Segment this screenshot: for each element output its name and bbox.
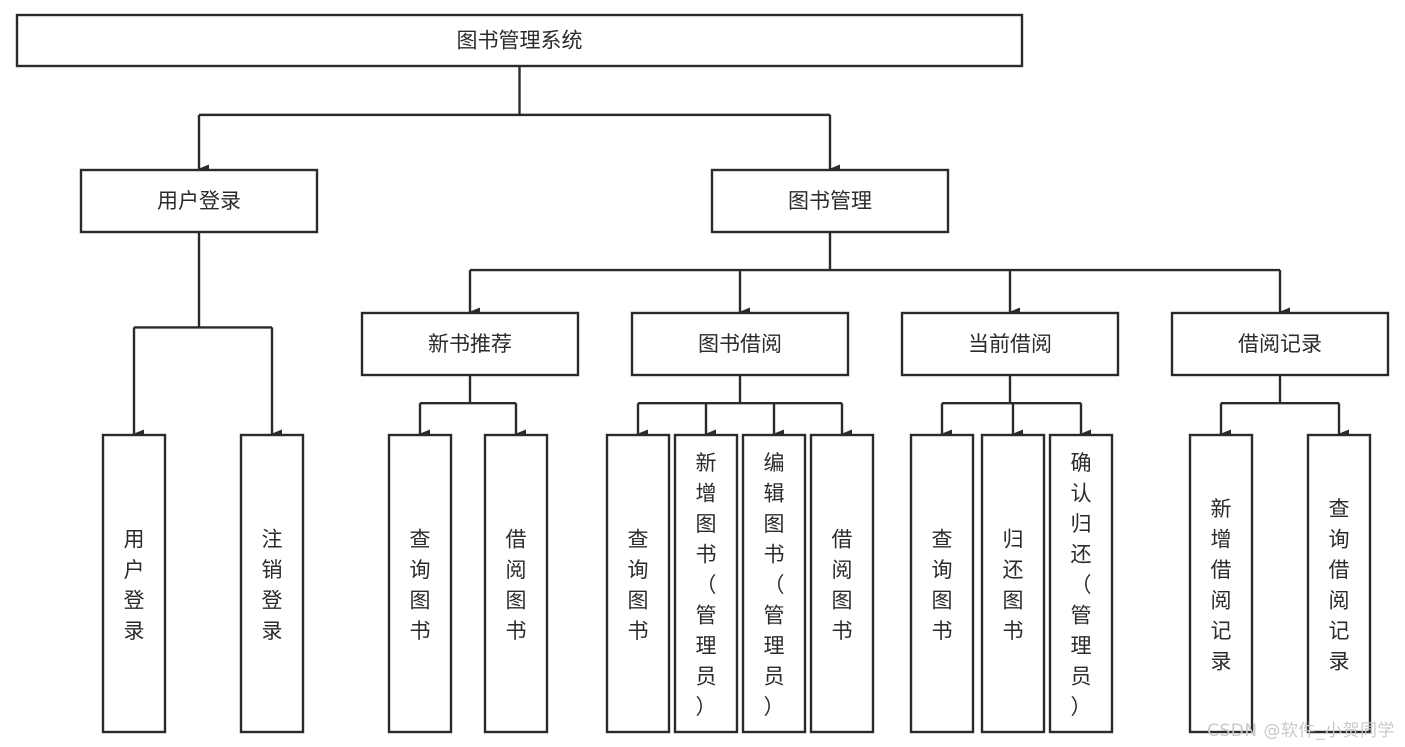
node-user-login-label: 用户登录 (157, 189, 241, 213)
node-leaf-query-book-3[interactable]: 查询图书 (909, 433, 975, 734)
node-root-system[interactable]: 图书管理系统 (15, 13, 1024, 68)
node-leaf-edit-book-label: 编辑图书（管理员） (764, 451, 785, 719)
node-leaf-add-book-box (673, 433, 739, 734)
node-leaf-return-book-label: 归还图书 (1003, 527, 1024, 643)
node-leaf-query-book-1-box (387, 433, 453, 734)
node-borrow-record-box (1170, 311, 1390, 377)
node-leaf-confirm-return-label: 确认归还（管理员） (1071, 451, 1092, 719)
node-borrow-record-label: 借阅记录 (1238, 332, 1322, 356)
node-leaf-query-record[interactable]: 查询借阅记录 (1306, 433, 1372, 734)
node-leaf-query-book-3-box (909, 433, 975, 734)
node-leaf-confirm-return[interactable]: 确认归还（管理员） (1048, 433, 1114, 734)
node-leaf-add-record[interactable]: 新增借阅记录 (1188, 433, 1254, 734)
node-leaf-confirm-return-box (1048, 433, 1114, 734)
node-new-book-rec-box (360, 311, 580, 377)
node-leaf-add-book-label: 新增图书（管理员） (696, 451, 717, 719)
node-leaf-user-login[interactable]: 用户登录 (101, 433, 167, 734)
node-user-login-box (79, 168, 319, 234)
node-leaf-add-record-label: 新增借阅记录 (1211, 497, 1232, 674)
node-leaf-user-login-box (101, 433, 167, 734)
node-book-manage-label: 图书管理 (788, 189, 872, 213)
node-leaf-add-book[interactable]: 新增图书（管理员） (673, 433, 739, 734)
node-leaf-query-record-box (1306, 433, 1372, 734)
node-leaf-user-logout-label: 注销登录 (262, 527, 283, 643)
node-book-borrow-label: 图书借阅 (698, 332, 782, 356)
csdn-watermark: CSDN @软件_小贺同学 (1207, 721, 1395, 741)
node-leaf-return-book-box (980, 433, 1046, 734)
connector-layer (132, 66, 1349, 439)
node-leaf-user-logout[interactable]: 注销登录 (239, 433, 305, 734)
node-current-borrow[interactable]: 当前借阅 (900, 311, 1120, 377)
node-book-borrow-box (630, 311, 850, 377)
node-leaf-borrow-book-1[interactable]: 借阅图书 (483, 433, 549, 734)
node-book-borrow[interactable]: 图书借阅 (630, 311, 850, 377)
node-leaf-borrow-book-1-box (483, 433, 549, 734)
node-current-borrow-label: 当前借阅 (968, 332, 1052, 356)
node-leaf-query-book-2[interactable]: 查询图书 (605, 433, 671, 734)
node-root-system-box (15, 13, 1024, 68)
node-user-login[interactable]: 用户登录 (79, 168, 319, 234)
node-leaf-edit-book-box (741, 433, 807, 734)
node-leaf-query-book-2-label: 查询图书 (628, 527, 649, 643)
node-book-manage[interactable]: 图书管理 (710, 168, 950, 234)
node-leaf-return-book[interactable]: 归还图书 (980, 433, 1046, 734)
node-leaf-add-record-box (1188, 433, 1254, 734)
node-leaf-borrow-book-2-box (809, 433, 875, 734)
node-leaf-query-book-1-label: 查询图书 (410, 527, 431, 643)
node-leaf-user-logout-box (239, 433, 305, 734)
node-leaf-user-login-label: 用户登录 (124, 527, 145, 643)
node-current-borrow-box (900, 311, 1120, 377)
node-leaf-borrow-book-2-label: 借阅图书 (832, 527, 853, 643)
node-borrow-record[interactable]: 借阅记录 (1170, 311, 1390, 377)
node-leaf-edit-book[interactable]: 编辑图书（管理员） (741, 433, 807, 734)
node-leaf-borrow-book-1-label: 借阅图书 (506, 527, 527, 643)
node-leaf-query-book-2-box (605, 433, 671, 734)
node-book-manage-box (710, 168, 950, 234)
node-leaf-query-record-label: 查询借阅记录 (1329, 497, 1350, 674)
node-root-system-label: 图书管理系统 (457, 29, 583, 53)
node-new-book-rec[interactable]: 新书推荐 (360, 311, 580, 377)
node-leaf-query-book-1[interactable]: 查询图书 (387, 433, 453, 734)
node-leaf-query-book-3-label: 查询图书 (932, 527, 953, 643)
node-new-book-rec-label: 新书推荐 (428, 332, 512, 356)
node-layer: 图书管理系统用户登录图书管理新书推荐图书借阅当前借阅借阅记录用户登录注销登录查询… (15, 13, 1390, 734)
node-leaf-borrow-book-2[interactable]: 借阅图书 (809, 433, 875, 734)
